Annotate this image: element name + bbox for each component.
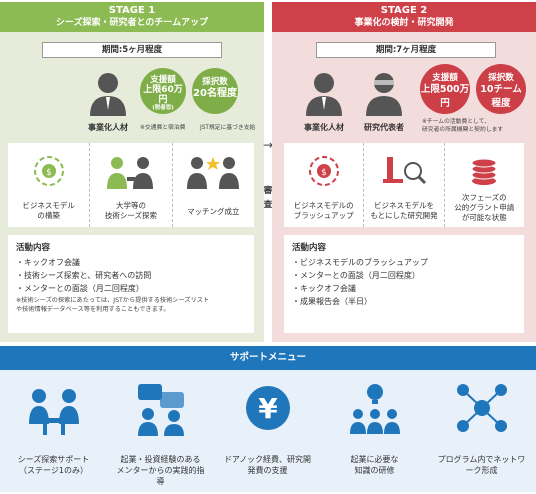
stage-arrow: → [263,138,274,152]
stage2-card-label: ビジネスモデルを もとにした研究開発 [370,201,438,220]
support-item-seed: シーズ探索サポート （ステージ1のみ） [0,370,107,490]
activity-item: ・キックオフ会議 [16,258,80,267]
activity-item: ・ビジネスモデルのブラッシュアップ [292,258,428,267]
stage1-card-label: ビジネスモデル の構築 [22,201,75,220]
lightbulb-people-icon [349,384,400,434]
support-menu: サポートメニュー シーズ探索サポート （ステージ1のみ） 起業・投資経験のある … [0,346,536,492]
stage2-support-badge: 支援額 上限500万円 [420,64,470,114]
stage1-note-1: ※交通費と宿泊費 [140,125,186,131]
svg-text:¥: ¥ [258,392,278,425]
svg-text:$: $ [321,168,327,178]
stage2-title: STAGE 2 [380,5,428,16]
support-item-label: 起業・投資経験のある メンターからの実践的指 導 [116,455,205,486]
support-item-mentor: 起業・投資経験のある メンターからの実践的指 導 [107,370,214,490]
stage2-panel: STAGE 2 事業化の検討・研究開発 期間:7ヶ月程度 事業化人材 研究代表者… [272,2,536,342]
research-icon [382,157,427,185]
business-person-icon [90,73,126,116]
activity-item: ・技術シーズ探索と、研究者への訪問 [16,271,152,280]
meeting-icon [28,389,79,435]
support-item-network: プログラム内でネットワ ーク形成 [428,370,535,490]
support-item-label: 起業に必要な 知識の研修 [350,455,399,475]
stage1-person-label: 事業化人材 [88,123,128,132]
stage1-adopt-badge: 採択数 20名程度 [192,68,238,114]
stage1-activity-title: 活動内容 [16,243,51,253]
stage2-card-grant: 次フェーズの 公的グラント申請 が可能な状態 [445,143,524,227]
support-menu-title: サポートメニュー [0,346,536,370]
support-item-label: ドアノック経費、研究開 発費の支援 [223,455,312,475]
stage2-period: 期間:7ヶ月程度 [316,42,496,58]
stage2-activities: 活動内容 ・ビジネスモデルのブラッシュアップ ・メンターとの面談（月二回程度） … [284,235,524,333]
mentor-chat-icon [137,384,184,436]
coin-stack-icon [471,158,497,185]
stage1-card-business-model: $ ビジネスモデル の構築 [8,143,91,227]
business-model-icon: $ [33,156,64,186]
stage2-activity-title: 活動内容 [292,243,327,253]
stage1-cards: $ ビジネスモデル の構築 大学等の 技術シーズ探索 マッチング成立 [8,143,254,227]
seed-search-icon [106,157,153,189]
activity-item: ・キックオフ会議 [292,284,356,293]
support-item-label: プログラム内でネットワ ーク形成 [437,455,526,475]
support-item-training: 起業に必要な 知識の研修 [321,370,428,490]
stage2-note-2: 研究者の所属機関と契約します [422,127,504,133]
svg-text:$: $ [46,168,52,178]
stage2-card-label: 次フェーズの 公的グラント申請 が可能な状態 [454,193,515,222]
support-item-label: シーズ探索サポート （ステージ1のみ） [17,455,90,475]
activity-item: ・成果報告会（半日） [292,297,372,306]
stage1-card-seed-search: 大学等の 技術シーズ探索 [90,143,173,227]
stage1-period: 期間:5ヶ月程度 [42,42,222,58]
network-icon [456,384,507,432]
support-item-funding: ¥ ドアノック経費、研究開 発費の支援 [214,370,321,490]
stage2-subtitle: 事業化の検討・研究開発 [354,18,454,28]
stage2-note-1: ※チームの活動費として、 [422,119,490,125]
business-person-icon [306,73,342,116]
stage2-header: STAGE 2 事業化の検討・研究開発 [272,2,536,32]
stage1-subtitle: シーズ探索・研究者とのチームアップ [55,18,209,28]
stage2-card-brushup: $ ビジネスモデルの ブラッシュアップ [284,143,365,227]
stage1-activities: 活動内容 ・キックオフ会議 ・技術シーズ探索と、研究者への訪問 ・メンターとの面… [8,235,254,333]
stage2-adopt-badge: 採択数 10チーム程度 [476,64,526,114]
stage1-activity-note: ※技術シーズの探索にあたっては、JSTから提供する技術シーズリスト や技術情報デ… [16,297,210,313]
stage2-researcher-label: 研究代表者 [364,123,404,132]
matching-icon [187,157,240,189]
stage1-card-label: 大学等の 技術シーズ探索 [104,201,158,220]
activity-item: ・メンターとの面談（月二回程度） [16,284,144,293]
researcher-icon [366,73,402,116]
stage2-person-label: 事業化人材 [304,123,344,132]
stage1-support-badge: 支援額 上限60万円 (税者㊟) [140,68,186,114]
yen-icon: ¥ [245,386,290,430]
review-label: 審査 [263,186,273,210]
business-model-icon: $ [308,156,339,186]
stage1-card-label: マッチング成立 [187,207,240,216]
activity-item: ・メンターとの面談（月二回程度） [292,271,420,280]
stage1-card-matching: マッチング成立 [173,143,254,227]
stage2-card-research: ビジネスモデルを もとにした研究開発 [364,143,445,227]
stage2-cards: $ ビジネスモデルの ブラッシュアップ ビジネスモデルを もとにした研究開発 次… [284,143,524,227]
stage1-panel: STAGE 1 シーズ探索・研究者とのチームアップ 期間:5ヶ月程度 事業化人材… [0,2,264,342]
stage1-note-2: JST規定に基づき支給 [200,125,256,131]
stage2-card-label: ビジネスモデルの ブラッシュアップ [293,201,354,220]
stage1-header: STAGE 1 シーズ探索・研究者とのチームアップ [0,2,264,32]
stage1-title: STAGE 1 [108,5,156,16]
